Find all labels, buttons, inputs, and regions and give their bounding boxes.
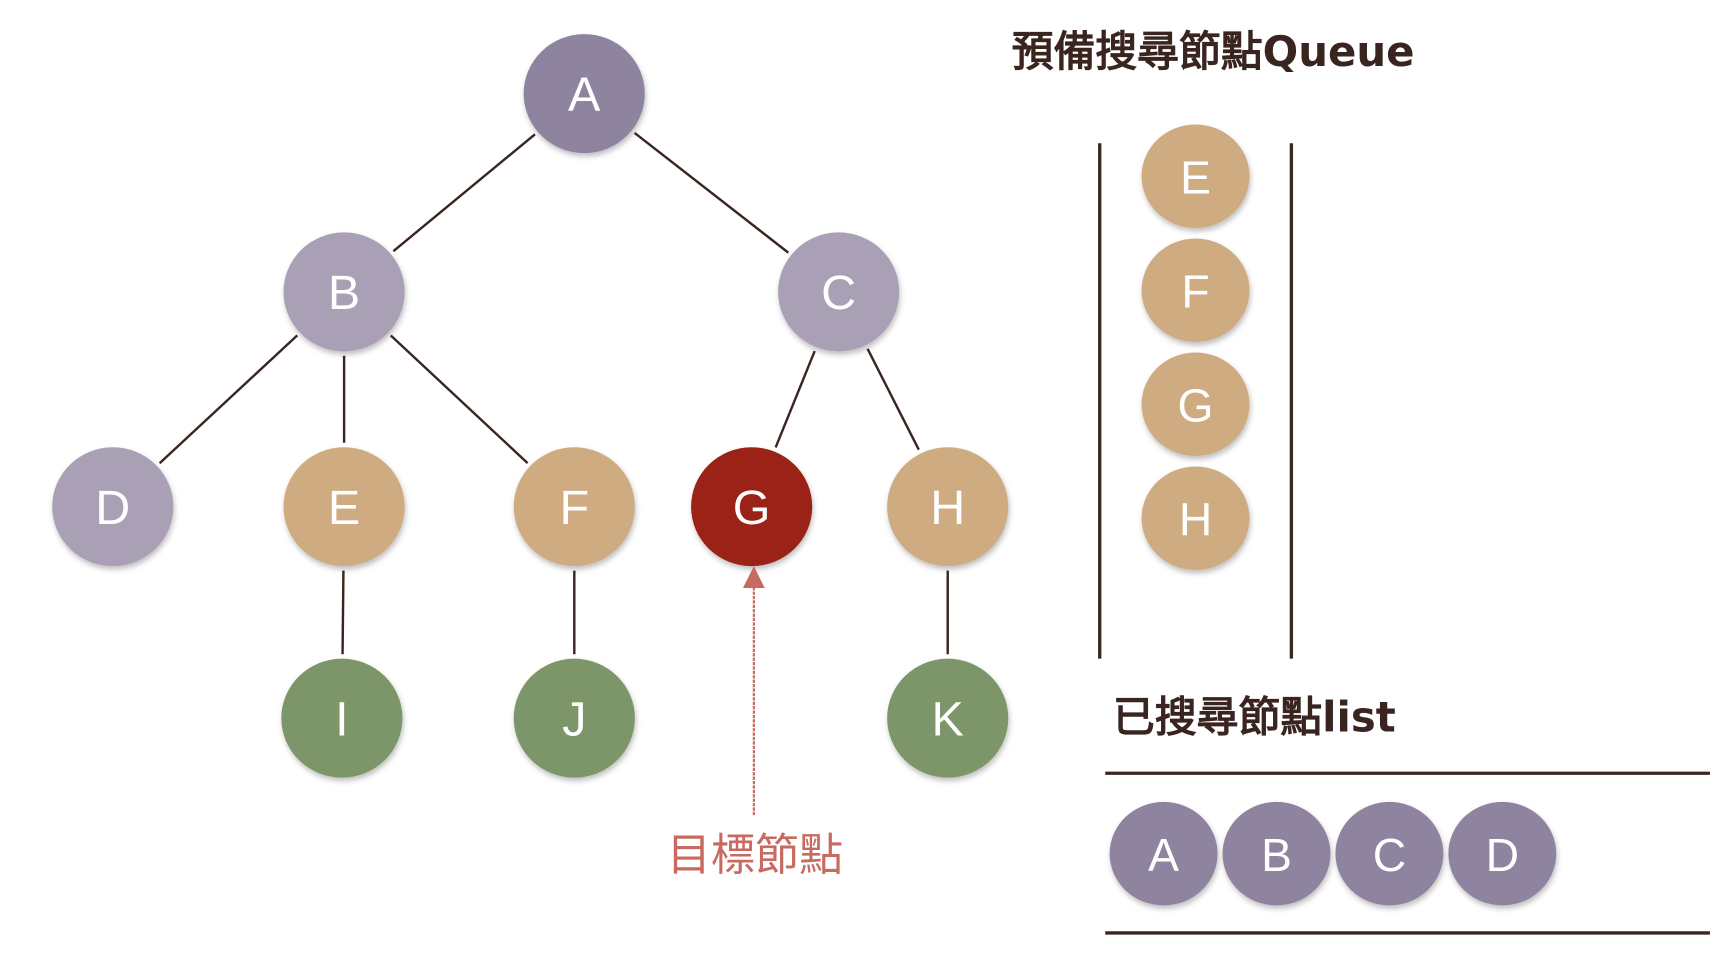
node-circle: [778, 232, 900, 352]
edge-A-C: [633, 131, 790, 254]
node-label: B: [328, 266, 360, 320]
queue-item-F: F: [1141, 238, 1250, 343]
node-circle: [1222, 801, 1331, 906]
queue-title: 預備搜尋節點Queue: [1012, 27, 1415, 76]
node-label: E: [1180, 151, 1211, 203]
visited-item-D: D: [1448, 801, 1557, 906]
node-label: H: [1179, 493, 1212, 545]
node-label: F: [1181, 265, 1209, 317]
node-circle: [281, 658, 403, 778]
node-circle: [1141, 466, 1250, 571]
edge-C-H: [866, 348, 920, 451]
tree-node-J: J: [513, 658, 635, 778]
node-circle: [1335, 801, 1444, 906]
node-circle: [1141, 238, 1250, 343]
visited-item-B: B: [1222, 801, 1331, 906]
node-circle: [52, 447, 174, 567]
node-label: K: [932, 692, 964, 746]
tree-node-C: C: [778, 232, 900, 352]
node-label: C: [821, 266, 856, 320]
node-circle: [513, 447, 635, 567]
tree-node-A: A: [523, 34, 645, 154]
node-label: F: [560, 481, 590, 535]
node-circle: [887, 658, 1009, 778]
node-circle: [1448, 801, 1557, 906]
queue-item-H: H: [1141, 466, 1250, 571]
queue-item-G: G: [1141, 352, 1250, 457]
node-circle: [887, 447, 1009, 567]
queue-items: E F G H: [1141, 124, 1250, 571]
node-label: J: [562, 692, 586, 746]
node-label: D: [95, 481, 130, 535]
node-circle: [283, 447, 405, 567]
visited-item-C: C: [1335, 801, 1444, 906]
tree-node-K: K: [887, 658, 1009, 778]
tree-node-D: D: [52, 447, 174, 567]
node-circle: [1141, 124, 1250, 229]
node-circle: [691, 447, 813, 567]
tree-node-G: G: [691, 447, 813, 567]
node-label: A: [568, 68, 601, 122]
edge-B-F: [389, 334, 529, 464]
tree-node-H: H: [887, 447, 1009, 567]
node-circle: [513, 658, 635, 778]
visited-item-A: A: [1109, 801, 1218, 906]
target-label: 目標節點: [667, 830, 843, 881]
node-label: G: [1178, 379, 1214, 431]
edge-B-D: [158, 334, 299, 465]
node-label: B: [1261, 829, 1292, 881]
visited-list-title: 已搜尋節點list: [1113, 692, 1396, 741]
node-circle: [1109, 801, 1218, 906]
node-label: E: [328, 481, 360, 535]
node-label: H: [930, 481, 965, 535]
node-label: C: [1373, 829, 1406, 881]
visited-list-items: A B C D: [1109, 801, 1557, 906]
tree-node-B: B: [283, 232, 405, 352]
node-label: I: [335, 692, 348, 746]
tree-node-F: F: [513, 447, 635, 567]
tree-nodes: A B C D E F G H I J K: [52, 34, 1009, 778]
tree-node-I: I: [281, 658, 403, 778]
node-circle: [1141, 352, 1250, 457]
node-label: G: [733, 481, 771, 535]
queue-item-E: E: [1141, 124, 1250, 229]
edge-C-G: [774, 350, 816, 448]
edge-A-B: [392, 133, 536, 253]
edge-E-I: [341, 570, 345, 655]
node-circle: [283, 232, 405, 352]
node-circle: [523, 34, 645, 154]
node-label: A: [1148, 829, 1179, 881]
node-label: D: [1486, 829, 1519, 881]
tree-node-E: E: [283, 447, 405, 567]
tree-edges: [158, 131, 949, 655]
